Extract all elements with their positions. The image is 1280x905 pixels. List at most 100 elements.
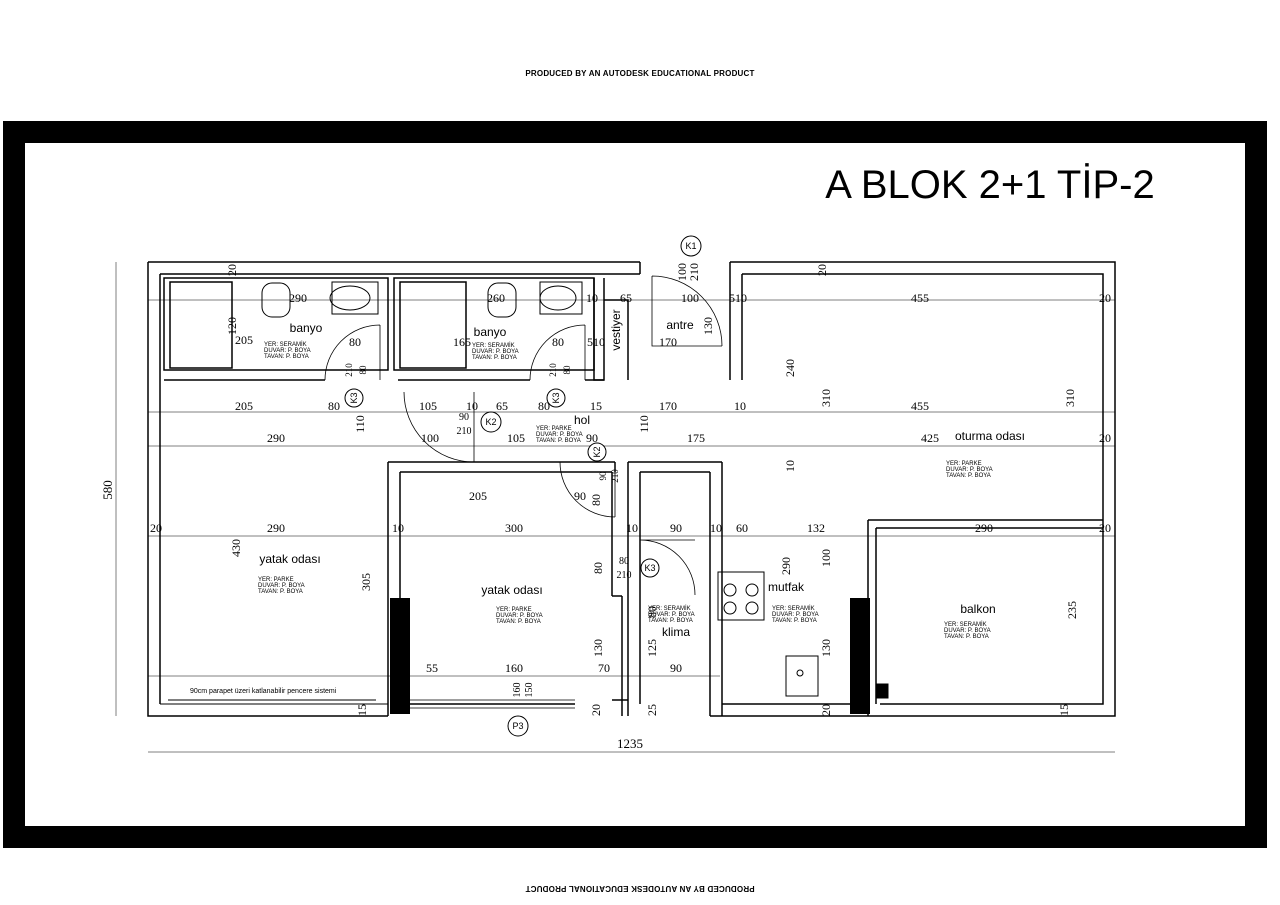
kitchen-wall: [710, 703, 868, 717]
finish-yatak-2-1: DUVAR: P. BOYA: [496, 613, 543, 619]
dim: 510: [729, 291, 747, 305]
watermark-top: PRODUCED BY AN AUTODESK EDUCATIONAL PROD…: [525, 69, 755, 78]
dim: 20: [225, 264, 239, 276]
finish-hol-2: TAVAN: P. BOYA: [536, 438, 581, 444]
dim: 150: [524, 683, 535, 698]
tag-p3: [507, 715, 529, 737]
dimension-lines: [115, 262, 1115, 753]
dim: 260: [487, 291, 505, 305]
finish-banyo-2-1: DUVAR: P. BOYA: [472, 349, 519, 355]
dim: 80: [645, 606, 659, 618]
dim: 20: [1099, 291, 1111, 305]
dim: 100: [421, 431, 439, 445]
column-left: [390, 598, 410, 714]
door-hol: [403, 391, 475, 463]
finish-yatak-2-0: YER: PARKE: [496, 607, 532, 613]
dim: 110: [353, 415, 367, 433]
door-banyo-1: [324, 324, 381, 381]
room-vestiyer: vestiyer: [609, 309, 623, 350]
dim: 165: [453, 335, 471, 349]
finish-klima-0: YER: SERAMİK: [648, 605, 691, 612]
tag-k3a: [344, 388, 364, 408]
dim: 25: [645, 704, 659, 716]
finish-banyo-1-0: YER: SERAMİK: [264, 341, 307, 348]
dim: 70: [598, 661, 610, 675]
bedroom-2-right: [611, 462, 628, 716]
dim: 15: [355, 704, 369, 716]
finish-banyo-2-0: YER: SERAMİK: [472, 342, 515, 349]
dim: 105: [507, 431, 525, 445]
dim: 60: [736, 521, 748, 535]
klima-wall: [627, 461, 723, 716]
dim: 90: [586, 431, 598, 445]
dim: 205: [235, 399, 253, 413]
dim: 80: [562, 365, 572, 375]
dim: 10: [466, 399, 478, 413]
dim: 170: [659, 399, 677, 413]
dim: 235: [1065, 601, 1079, 619]
finish-oturma-2: TAVAN: P. BOYA: [946, 473, 991, 479]
dim: 210: [548, 363, 558, 377]
room-banyo-2: banyo: [474, 325, 507, 339]
dim: 90: [574, 489, 586, 503]
dim: 90: [670, 661, 682, 675]
room-oturma: oturma odası: [955, 429, 1025, 443]
tag-k1-label: K1: [685, 241, 696, 251]
tag-k3b-label: K3: [551, 392, 561, 403]
finish-oturma-1: DUVAR: P. BOYA: [946, 467, 993, 473]
dim: 90: [670, 521, 682, 535]
dim: 210: [687, 263, 701, 281]
dim: 210: [457, 426, 472, 437]
dim: 10: [626, 521, 638, 535]
overall-depth: 580: [100, 480, 115, 500]
room-banyo-1: banyo: [290, 321, 323, 335]
room-balkon: balkon: [960, 602, 995, 616]
dim: 170: [659, 335, 677, 349]
dim: 20: [150, 521, 162, 535]
dim: 100: [675, 263, 689, 281]
finish-mutfak-2: TAVAN: P. BOYA: [772, 618, 817, 624]
sink-1-icon: [329, 285, 371, 311]
dim: 80: [552, 335, 564, 349]
dim: 65: [496, 399, 508, 413]
finish-balkon-0: YER: SERAMİK: [944, 621, 987, 628]
dim: 65: [620, 291, 632, 305]
finish-mutfak-0: YER: SERAMİK: [772, 605, 815, 612]
dim: 15: [590, 399, 602, 413]
dim: 20: [1099, 431, 1111, 445]
dim: 310: [1063, 389, 1077, 407]
overall-width: 1235: [617, 736, 643, 751]
dim: 130: [591, 639, 605, 657]
finish-yatak-1-2: TAVAN: P. BOYA: [258, 589, 303, 595]
finish-banyo-1-2: TAVAN: P. BOYA: [264, 354, 309, 360]
stove-icon: [717, 571, 765, 621]
finish-balkon-2: TAVAN: P. BOYA: [944, 634, 989, 640]
dim: 20: [589, 704, 603, 716]
banyo-1-wall: [163, 277, 389, 371]
dim: 240: [783, 359, 797, 377]
room-antre: antre: [666, 318, 694, 332]
tag-k3c: [640, 558, 660, 578]
finish-balkon-1: DUVAR: P. BOYA: [944, 628, 991, 634]
finish-hol-1: DUVAR: P. BOYA: [536, 432, 583, 438]
outer-wall-right: [730, 261, 1116, 717]
door-tags: [344, 235, 702, 737]
finish-klima-1: DUVAR: P. BOYA: [648, 612, 695, 618]
sheet-border: [3, 121, 1267, 848]
finish-banyo-1-1: DUVAR: P. BOYA: [264, 348, 311, 354]
finish-mutfak-1: DUVAR: P. BOYA: [772, 612, 819, 618]
tag-k1: [680, 235, 702, 257]
door-klima: [639, 539, 696, 596]
dim: 305: [359, 573, 373, 591]
door-bedroom-2: [559, 461, 616, 518]
dim: 290: [267, 521, 285, 535]
dim: 130: [819, 639, 833, 657]
tag-k2a: [480, 411, 502, 433]
banyo-2-inner: [399, 281, 467, 369]
dim: 210: [617, 570, 632, 581]
dim: 80: [358, 365, 368, 375]
dim: 120: [225, 317, 239, 335]
dim: 430: [229, 539, 243, 557]
dim: 10: [783, 460, 797, 472]
banyo-1-inner: [169, 281, 233, 369]
